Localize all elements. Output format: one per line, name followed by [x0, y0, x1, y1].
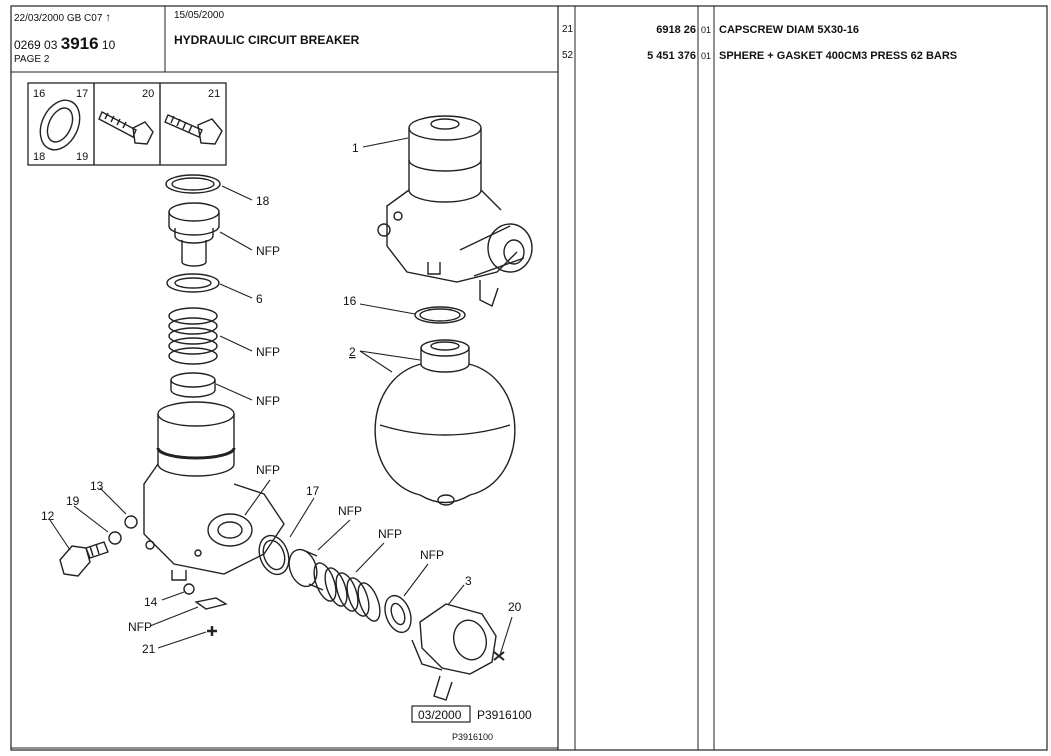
inset-box — [27, 82, 227, 166]
piston-seal — [288, 548, 318, 588]
callout-label: 20 — [508, 600, 522, 614]
inset-label: 16 — [33, 88, 45, 100]
breaker-body — [143, 401, 285, 581]
callout-label: NFP — [378, 527, 402, 541]
row-ref: 52 — [562, 50, 574, 61]
date-box — [411, 705, 471, 723]
callout-label: 18 — [256, 194, 270, 208]
row-part-number: 6918 26 — [656, 24, 696, 36]
washer — [384, 594, 412, 634]
callout-label: NFP — [420, 548, 444, 562]
callout-label: 6 — [256, 292, 263, 306]
callout-label: 13 — [90, 479, 104, 493]
print-date: 22/03/2000 GB C07 ↑ — [14, 10, 112, 24]
spring-stack — [168, 307, 218, 365]
regulator-body-1 — [377, 115, 533, 307]
arrow-up-icon: ↑ — [105, 10, 112, 24]
spring-clip — [194, 597, 228, 610]
inset-label: 17 — [76, 88, 88, 100]
page-title: HYDRAULIC CIRCUIT BREAKER — [174, 33, 360, 47]
page-number: PAGE 2 — [14, 54, 50, 65]
end-cap-3 — [411, 603, 497, 701]
row-description: CAPSCREW DIAM 5X30-16 — [719, 24, 859, 36]
spring-horizontal — [313, 562, 381, 622]
callout-label: NFP — [256, 244, 280, 258]
document-reference: 0269 03 3916 10 — [14, 34, 116, 53]
callout-label: NFP — [256, 394, 280, 408]
ball-14 — [183, 583, 195, 595]
valve-piston — [168, 202, 220, 267]
callout-label: 3 — [465, 574, 472, 588]
date-box-text: 03/2000 — [418, 708, 462, 722]
seal-19 — [108, 531, 122, 545]
footer-reference: P3916100 — [452, 732, 493, 742]
washer-6 — [166, 273, 220, 293]
gasket-ring-icon — [39, 99, 81, 151]
callout-label: 17 — [306, 484, 320, 498]
bleed-screw-12 — [59, 541, 109, 577]
row-ref: 21 — [562, 24, 574, 35]
row-part-number: 5 451 376 — [647, 50, 696, 62]
capscrew-icon — [164, 114, 223, 145]
drawing-reference: P3916100 — [477, 708, 532, 722]
callout-label: 16 — [343, 294, 357, 308]
accumulator-sphere-2 — [374, 339, 516, 506]
callout-label: 21 — [142, 642, 156, 656]
edition-date: 15/05/2000 — [174, 10, 225, 21]
cup-seal — [170, 372, 216, 388]
bolt-icon — [98, 111, 154, 145]
o-ring-17 — [258, 534, 290, 576]
callout-label: NFP — [338, 504, 362, 518]
callout-label: 2 — [349, 345, 356, 359]
o-ring-16 — [414, 306, 466, 324]
row-description: SPHERE + GASKET 400CM3 PRESS 62 BARS — [719, 50, 958, 62]
callout-label: 19 — [66, 494, 80, 508]
row-quantity: 01 — [701, 25, 712, 35]
inset-label: 19 — [76, 151, 88, 163]
callout-label: 12 — [41, 509, 55, 523]
inset-label: 20 — [142, 88, 154, 100]
inset-label: 21 — [208, 88, 220, 100]
callout-label: 1 — [352, 141, 359, 155]
inset-label: 18 — [33, 151, 45, 163]
callout-label: NFP — [256, 345, 280, 359]
row-quantity: 01 — [701, 51, 712, 61]
ball-13 — [124, 515, 138, 529]
callout-label: NFP — [256, 463, 280, 477]
o-ring-18 — [165, 174, 221, 194]
callout-label: 14 — [144, 595, 158, 609]
callout-label: NFP — [128, 620, 152, 634]
